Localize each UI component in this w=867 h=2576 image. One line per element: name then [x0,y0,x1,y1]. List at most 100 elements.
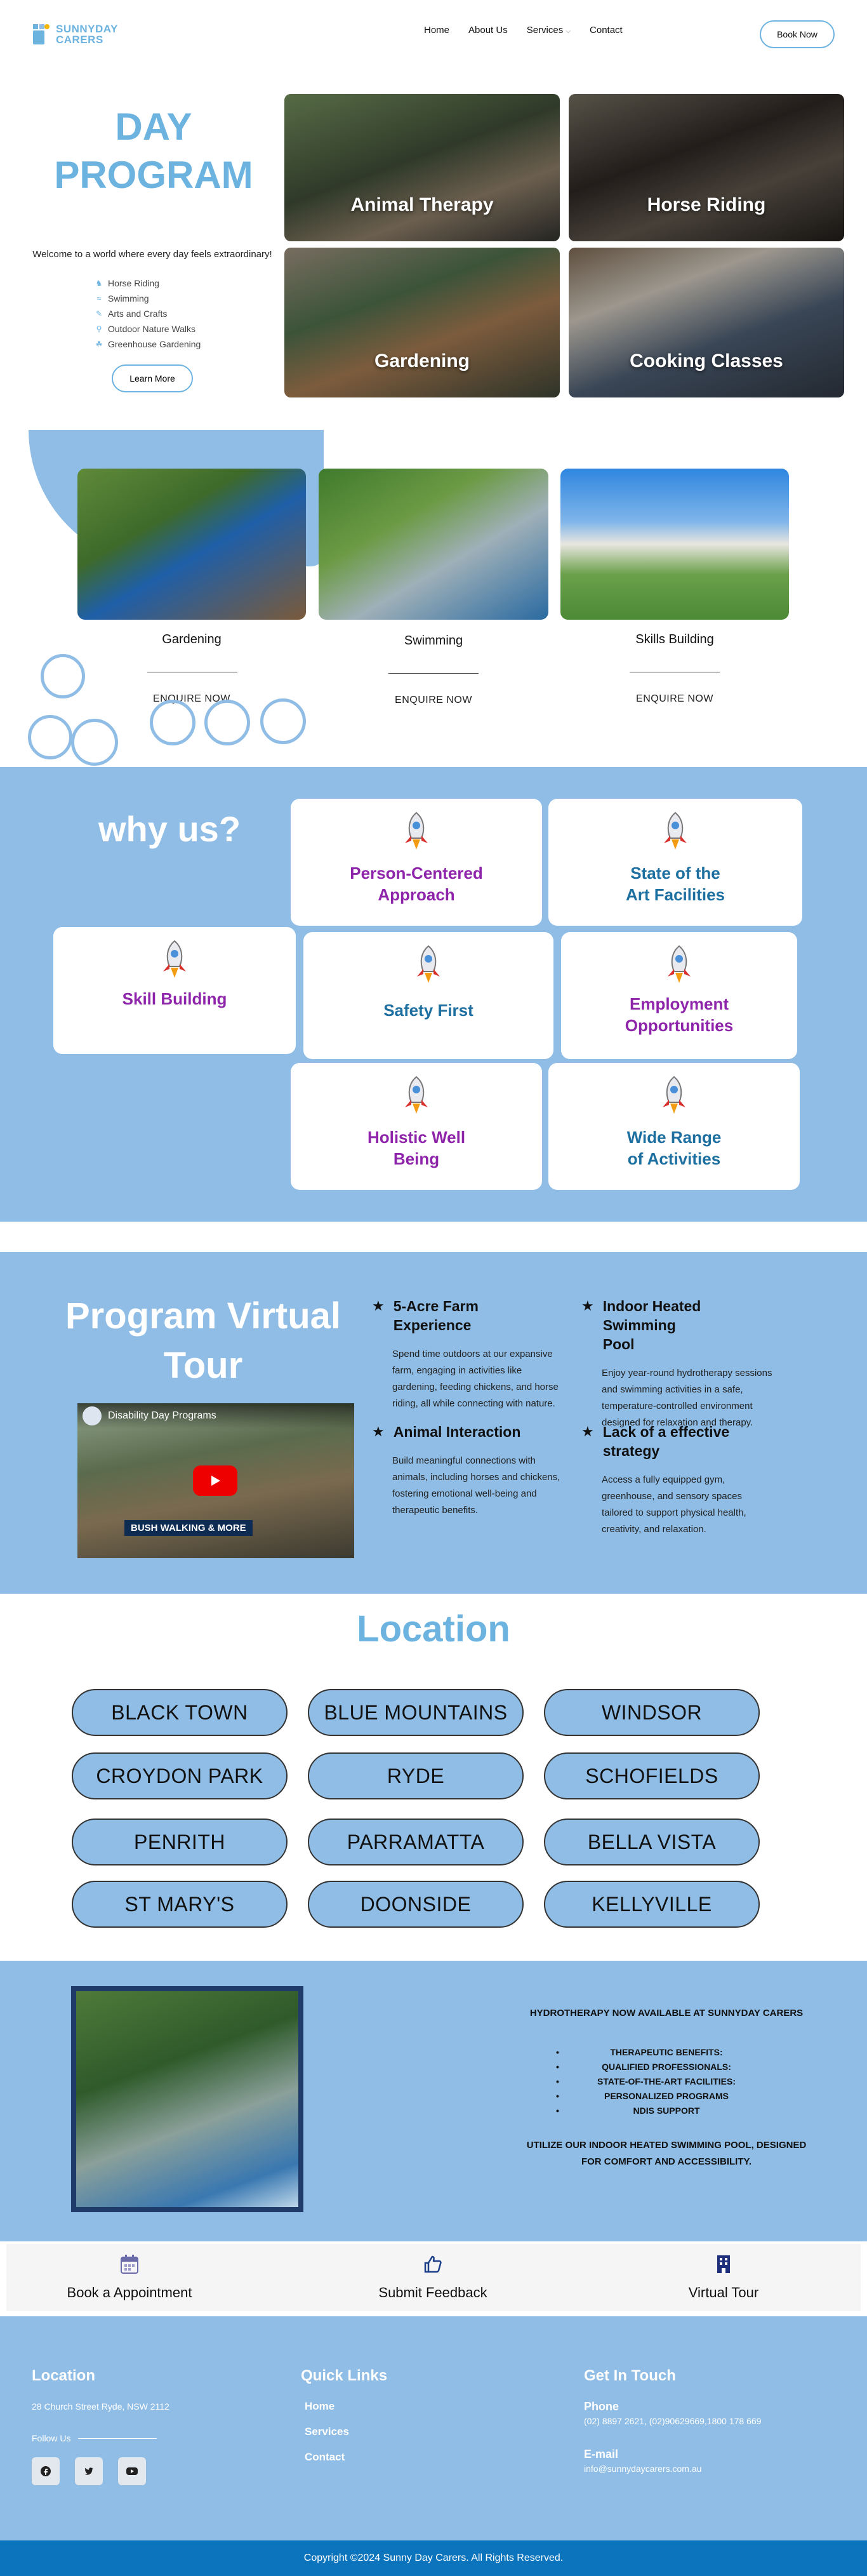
enquire-now-link[interactable]: ENQUIRE NOW [636,693,713,704]
location-pill[interactable]: PENRITH [72,1819,288,1865]
location-pill[interactable]: ST MARY'S [72,1881,288,1928]
decorative-ring [28,715,72,759]
footer-link-contact[interactable]: Contact [305,2451,345,2463]
why-us-title: why us? [98,809,241,849]
play-icon[interactable] [193,1465,237,1496]
list-item: ♞ Horse Riding [95,276,222,291]
nav-home[interactable]: Home [424,25,450,36]
rocket-icon [291,810,542,851]
hydrotherapy-footnote-line: FOR COMFORT AND ACCESSIBILITY. [581,2156,752,2167]
virtual-tour-section: Program Virtual Tour Disability Day Prog… [0,1252,867,1594]
hero-title: DAY PROGRAM [33,103,274,199]
why-card-text: Skill Building [60,988,289,1010]
location-pill[interactable]: BELLA VISTA [544,1819,760,1865]
nav-services[interactable]: Services ⌵ [527,25,571,36]
submit-feedback-action[interactable]: Submit Feedback [338,2253,528,2301]
email-address[interactable]: info@sunnydaycarers.com.au [584,2464,702,2474]
learn-more-button[interactable]: Learn More [112,364,193,392]
hydrotherapy-image [71,1986,303,2212]
play-triangle [211,1476,220,1486]
tile-shade [569,94,844,241]
feature-body: Build meaningful connections with animal… [392,1455,560,1516]
tour-video[interactable]: Disability Day Programs BUSH WALKING & M… [77,1403,354,1558]
why-card-line: Holistic Well [367,1128,466,1147]
location-pill[interactable]: RYDE [308,1752,524,1799]
enquire-now-link[interactable]: ENQUIRE NOW [395,695,472,705]
rocket-icon [291,1074,542,1115]
decorative-ring [260,698,306,744]
feature-animal: ★Animal Interaction Build meaningful con… [372,1422,566,1519]
book-now-button[interactable]: Book Now [760,20,835,48]
hero-title-line1: DAY [115,105,192,148]
social-links [32,2457,169,2485]
footer-link-services[interactable]: Services [305,2426,349,2438]
tile-gardening[interactable]: Gardening [284,248,560,397]
nav-contact[interactable]: Contact [590,25,623,36]
video-header: Disability Day Programs [77,1403,354,1429]
tile-shade [284,94,560,241]
feature-body: Access a fully equipped gym, greenhouse,… [602,1474,746,1535]
offer-title: Swimming [404,634,463,648]
list-item: NDIS SUPPORT [556,2106,762,2120]
tour-title: Program Virtual Tour [63,1291,343,1391]
tour-title-line2: Tour [163,1345,243,1386]
virtual-tour-action[interactable]: Virtual Tour [628,2253,819,2301]
footer-contact: Get In Touch Phone (02) 8897 2621, (02)9… [584,2367,761,2474]
horse-icon: ♞ [95,279,103,288]
location-pill[interactable]: BLUE MOUNTAINS [308,1689,524,1736]
why-card-safety-first: Safety First [303,932,553,1059]
footer-link-home[interactable]: Home [305,2400,335,2412]
list-item: ☘Greenhouse Gardening [95,337,222,352]
phone-numbers[interactable]: (02) 8897 2621, (02)90629669,1800 178 66… [584,2416,762,2426]
location-pill[interactable]: PARRAMATTA [308,1819,524,1865]
location-pill[interactable]: SCHOFIELDS [544,1752,760,1799]
email-label: E-mail [584,2448,619,2460]
list-item: ≈Swimming [95,291,222,306]
logo-icon [33,24,50,44]
decorative-ring [71,719,118,766]
location-pill[interactable]: BLACK TOWN [72,1689,288,1736]
feature-heading: ★Animal Interaction [372,1422,566,1441]
hydrotherapy-footnote-line: UTILIZE OUR INDOOR HEATED SWIMMING POOL,… [526,2140,807,2151]
follow-us: Follow Us [32,2433,169,2443]
feature-heading-line: Lack of a effective [602,1424,730,1440]
rocket-icon [561,944,797,984]
list-item-label: Horse Riding [108,278,159,288]
logo[interactable]: SUNNYDAY CARERS [32,22,118,47]
hydrotherapy-heading: HYDROTHERAPY NOW AVAILABLE AT SUNNYDAY C… [529,2008,804,2019]
location-pill[interactable]: WINDSOR [544,1689,760,1736]
youtube-icon[interactable] [118,2457,146,2485]
star-icon: ★ [581,1424,594,1439]
book-appointment-action[interactable]: Book a Appointment [34,2253,225,2301]
why-card-line: Art Facilities [625,885,725,904]
hero-welcome: Welcome to a world where every day feels… [32,249,272,260]
twitter-icon[interactable] [75,2457,103,2485]
list-item-label: Outdoor Nature Walks [108,324,195,334]
location-pill[interactable]: KELLYVILLE [544,1881,760,1928]
tile-animal-therapy[interactable]: Animal Therapy [284,94,560,241]
why-card-line: Person-Centered [350,864,483,883]
offer-image-swimming [319,469,548,620]
feature-heading-line: Experience [393,1317,472,1333]
rocket-icon [548,1074,800,1115]
nav-services-label: Services [526,25,564,36]
action-label: Virtual Tour [688,2285,759,2300]
star-icon: ★ [581,1298,594,1314]
facebook-icon[interactable] [32,2457,60,2485]
calendar-icon [34,2253,225,2276]
nav-about[interactable]: About Us [468,25,508,36]
tile-horse-riding[interactable]: Horse Riding [569,94,844,241]
offer-image-skills [560,469,789,620]
location-pill[interactable]: DOONSIDE [308,1881,524,1928]
tile-cooking-classes[interactable]: Cooking Classes [569,248,844,397]
location-pill[interactable]: CROYDON PARK [72,1752,288,1799]
